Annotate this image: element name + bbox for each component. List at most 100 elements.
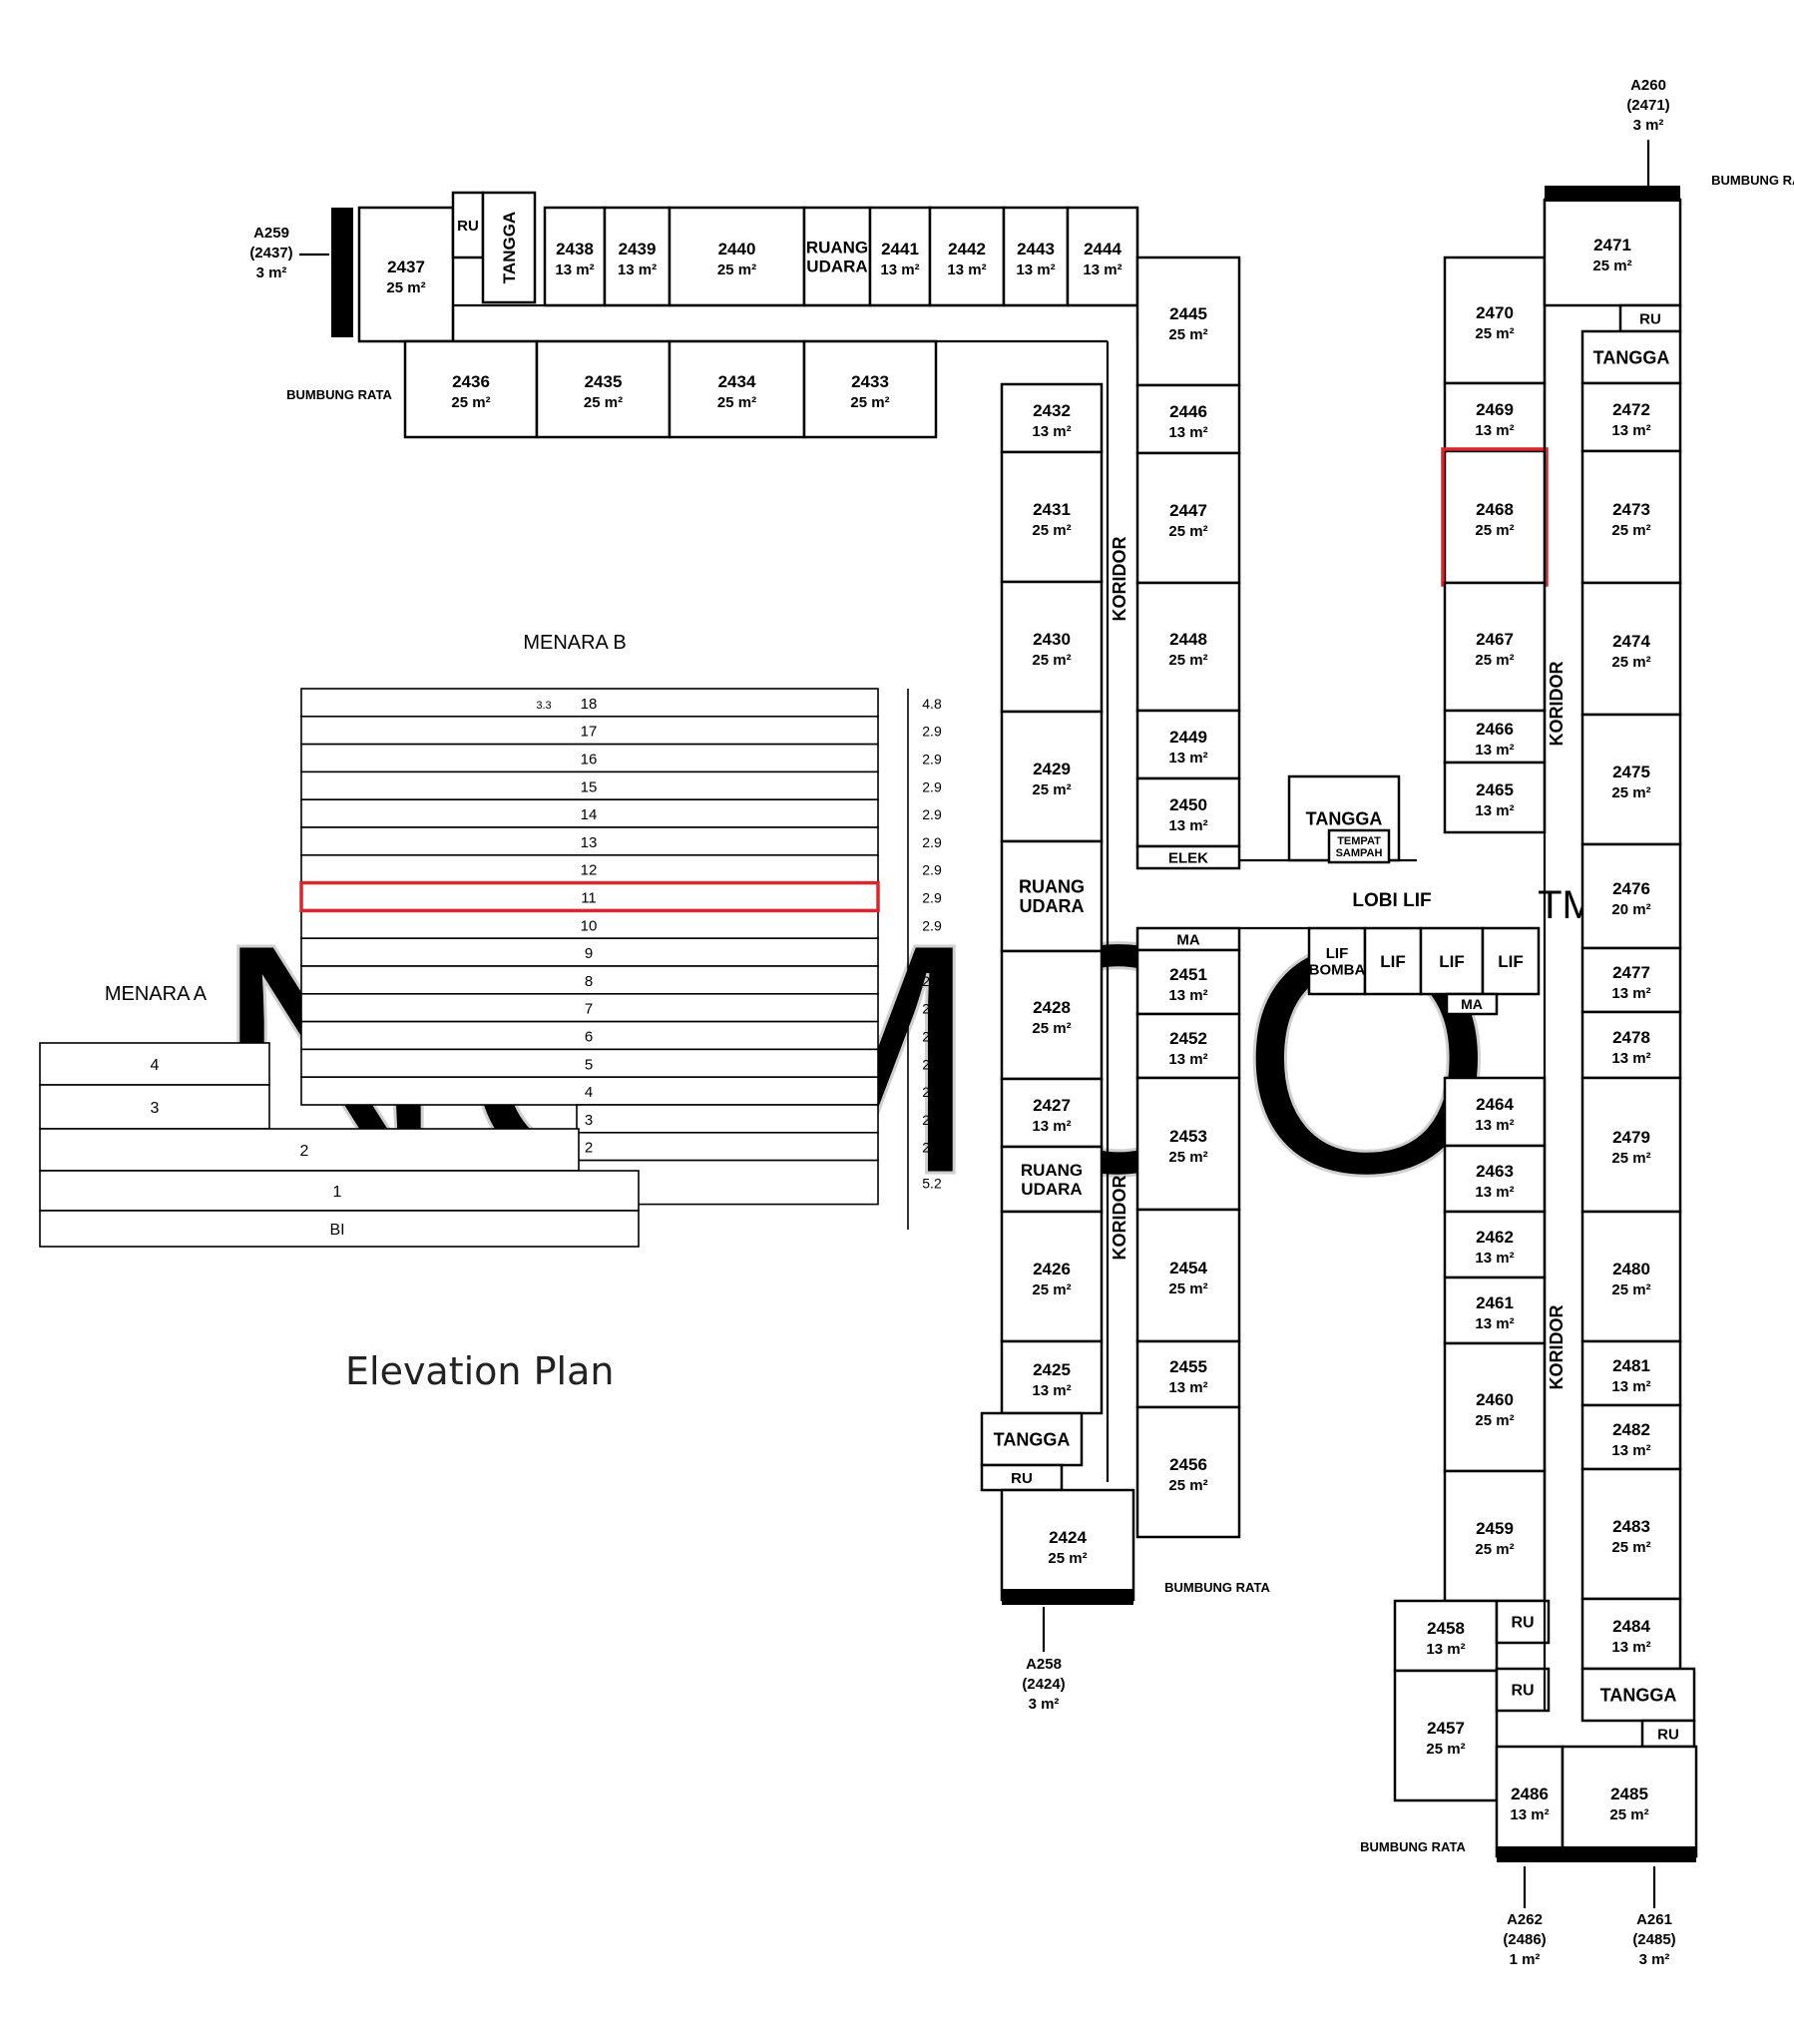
- floor-height: 2.9: [922, 806, 942, 822]
- unit-number: 2485: [1610, 1785, 1648, 1803]
- unit-2430[interactable]: 2430 25 m²: [1000, 580, 1104, 714]
- room-ruang-udara-mid-label: RUANG: [1019, 876, 1085, 896]
- unit-number: 2465: [1476, 780, 1514, 799]
- unit-number: 2438: [556, 240, 594, 258]
- unit-number: 2430: [1033, 630, 1071, 649]
- unit-number: 2486: [1511, 1785, 1549, 1803]
- roof-ref-a258-code: A258: [1026, 1656, 1062, 1673]
- floor-row: [300, 1076, 879, 1106]
- unit-area: 13 m²: [1032, 1382, 1071, 1399]
- unit-area: 25 m²: [1168, 652, 1207, 669]
- unit-number: 2471: [1593, 236, 1631, 255]
- floor-number: 18: [581, 696, 598, 713]
- unit-area: 25 m²: [1609, 1806, 1648, 1823]
- unit-area: 25 m²: [1032, 652, 1071, 669]
- unit-number: 2439: [619, 240, 657, 258]
- floor-height: 2.9: [922, 1140, 942, 1156]
- floor-row: [300, 965, 879, 995]
- unit-area: 25 m²: [1611, 1539, 1650, 1556]
- unit-2485[interactable]: 2485 25 m²: [1561, 1745, 1698, 1858]
- room-tangga-top: TANGGA: [481, 191, 537, 304]
- elevation-caption: Elevation Plan: [345, 1349, 615, 1393]
- room-ru-right: RU: [1618, 303, 1682, 333]
- roof-ref-a258-area: 3 m²: [1029, 1696, 1060, 1713]
- lift-lobby-label: LOBI LIF: [1352, 890, 1431, 911]
- floor-height: 5.2: [922, 1176, 942, 1192]
- unit-area: 25 m²: [1611, 522, 1650, 539]
- room-tempat-sampah-label: TEMPAT: [1337, 835, 1381, 847]
- unit-area: 25 m²: [1475, 325, 1514, 342]
- room-tangga-right: TANGGA: [1580, 329, 1682, 385]
- unit-number: 2475: [1612, 763, 1650, 781]
- room-ru-left-label: RU: [1011, 1470, 1033, 1487]
- unit-area: 13 m²: [1611, 1442, 1650, 1459]
- roof-strip-bottom: [1497, 1846, 1696, 1862]
- floor-height: 2.9: [922, 945, 942, 961]
- floor-height: 2.9: [922, 1029, 942, 1045]
